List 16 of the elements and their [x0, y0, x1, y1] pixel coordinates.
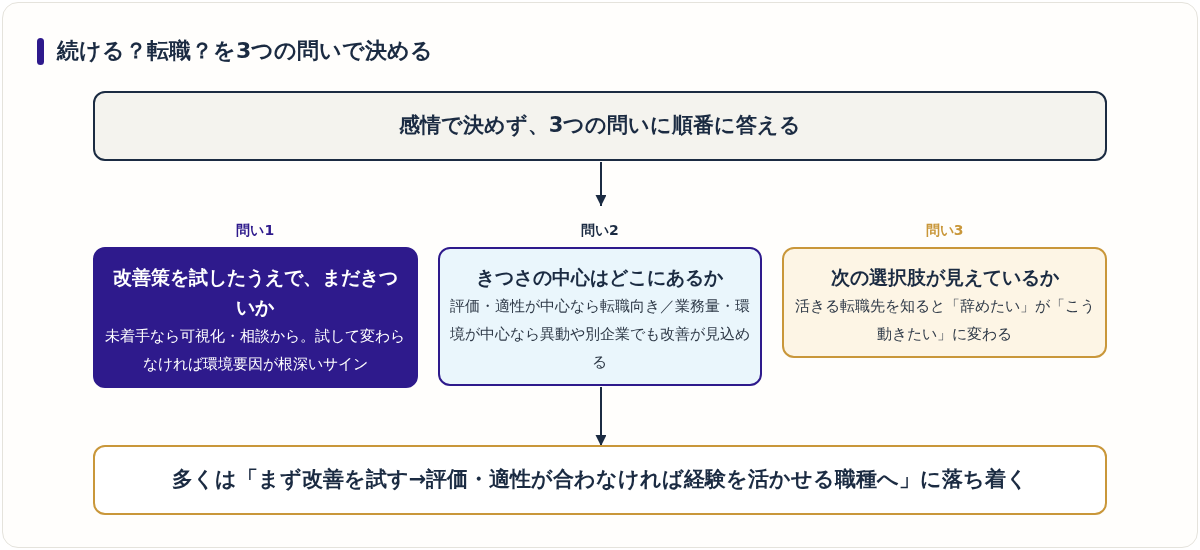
statement-text: 多くは「まず改善を試す→評価・適性が合わなければ経験を活かせる職種へ」に落ち着く	[171, 466, 1029, 494]
arrow	[595, 161, 607, 207]
question-note: 未着手なら可視化・相談から。試して変わらなければ環境要因が根深いサイン	[104, 326, 407, 375]
question-title: 改善策を試したうえで、まだきついか	[111, 265, 399, 320]
conclusion-box	[93, 445, 1107, 515]
question-note: 活きる転職先を知ると「辞めたい」が「こう動きたい」に変わる	[793, 296, 1096, 345]
statement-text: 感情で決めず、3つの問いに順番に答える	[398, 112, 802, 140]
question-label: 問い3	[924, 221, 965, 240]
question-title: きつさの中心はどこにあるか	[475, 265, 725, 290]
question-label: 問い1	[235, 221, 276, 240]
arrow	[595, 386, 607, 447]
start-box	[93, 91, 1107, 161]
question-note: 評価・適性が中心なら転職向き／業務量・環境が中心なら異動や別企業でも改善が見込める	[449, 296, 751, 373]
question-label: 問い2	[580, 221, 620, 240]
diagram-title: 続ける？転職？を3つの問いで決める	[57, 37, 434, 65]
question-title: 次の選択肢が見えているか	[829, 265, 1060, 290]
